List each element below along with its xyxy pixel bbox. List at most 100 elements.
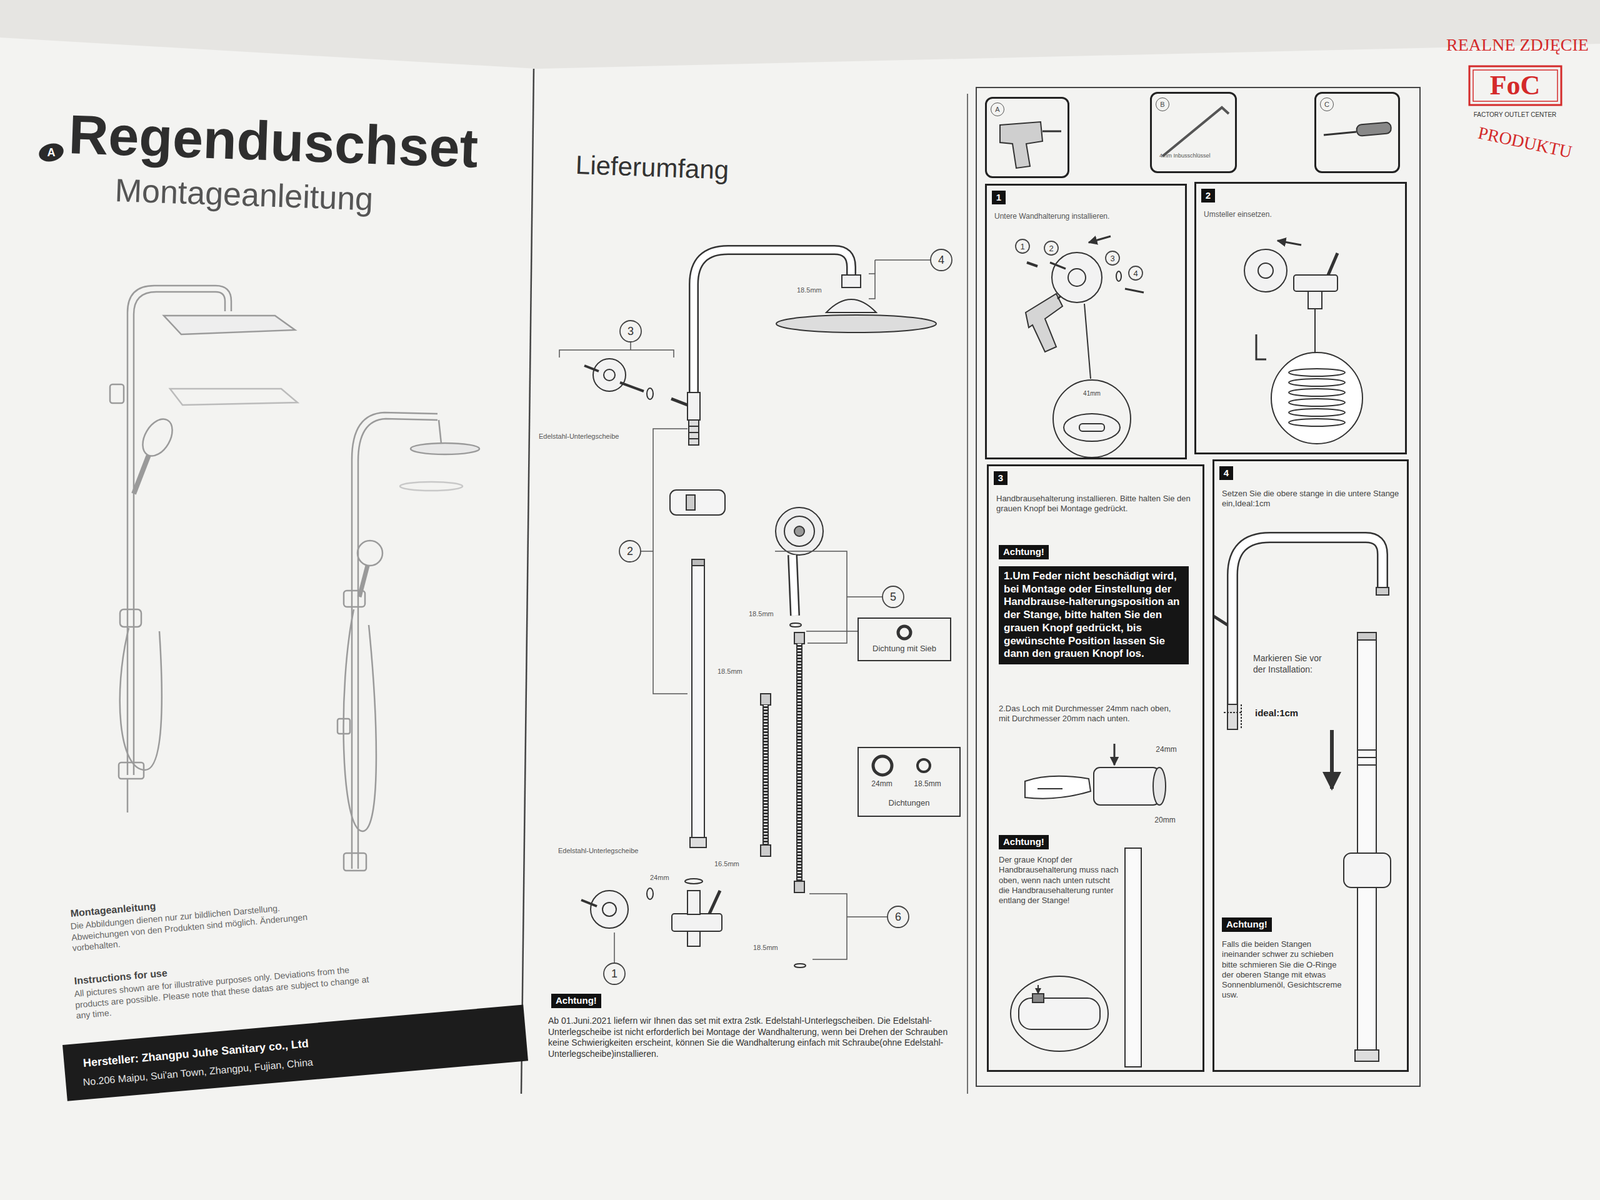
step3-art xyxy=(1010,976,1109,1052)
step4-art xyxy=(1240,704,1242,730)
node-text: A xyxy=(990,102,1005,117)
part-name: Edelstahl-Unterlegscheibe xyxy=(538,432,619,442)
left-shower-set-1 xyxy=(133,455,149,494)
callout-number: 6 xyxy=(895,911,902,923)
step4-art xyxy=(1227,704,1238,730)
step3-art xyxy=(1025,776,1091,799)
left-shower-set-2 xyxy=(359,565,368,597)
parts-overview xyxy=(792,555,795,616)
parts-overview xyxy=(776,315,937,333)
parts-overview xyxy=(796,643,803,882)
left-shower-set-1 xyxy=(136,413,179,461)
node-text: 1 xyxy=(991,190,1006,205)
node-text: Setzen Sie die obere stange in die unter… xyxy=(1221,488,1402,510)
part-name: Edelstahl-Unterlegscheibe xyxy=(558,846,639,856)
step4-art xyxy=(1357,756,1377,759)
left-shower-set-2 xyxy=(337,412,480,871)
dimension: 18.5mm xyxy=(748,610,774,619)
tool-box: C xyxy=(1314,91,1400,174)
step1-art xyxy=(1088,236,1111,243)
logo-mark xyxy=(36,140,66,164)
callout-number: 2 xyxy=(1048,244,1054,253)
left-shower-set-2 xyxy=(410,443,480,455)
page-frame xyxy=(521,68,1420,1094)
left-shower-set-1 xyxy=(120,628,162,770)
callout-bracket xyxy=(874,260,876,274)
parts-overview xyxy=(603,369,615,381)
node-text: 2.Das Loch mit Durchmesser 24mm nach obe… xyxy=(998,703,1180,725)
callout-bracket xyxy=(809,893,847,960)
callout-number: 1 xyxy=(1020,242,1025,251)
parts-overview xyxy=(646,888,654,900)
parts-overview xyxy=(784,516,815,547)
callout-number: 4 xyxy=(938,254,945,266)
callout-circle xyxy=(603,963,625,985)
title-text: Regenduschset xyxy=(67,100,480,184)
step-panel: 3Handbrausehalterung installieren. Bitte… xyxy=(986,464,1205,1072)
callout-bracket xyxy=(775,551,847,644)
node-text: Handbrausehalterung installieren. Bitte … xyxy=(996,493,1195,515)
tool-icon xyxy=(1042,130,1062,133)
parts-overview xyxy=(602,902,617,917)
step2-art xyxy=(1288,408,1345,417)
callout-circle xyxy=(1015,239,1030,254)
left-shower-set-2 xyxy=(438,420,442,444)
step2-art xyxy=(1288,388,1345,397)
step4-art xyxy=(1357,764,1377,766)
step3-art xyxy=(1037,788,1063,790)
dimension: 41mm xyxy=(1083,390,1101,397)
callout-circle xyxy=(882,586,904,608)
left-shower-set-1 xyxy=(170,388,298,405)
callout-bracket xyxy=(868,273,875,299)
step4-art xyxy=(1376,587,1389,595)
callout-circle xyxy=(620,320,642,342)
parts-overview xyxy=(775,507,824,555)
step3-art xyxy=(1018,998,1100,1030)
step4-art xyxy=(1223,711,1242,714)
parts-overview xyxy=(671,398,688,405)
callout-circle xyxy=(1128,266,1143,280)
step3-art xyxy=(1037,985,1039,994)
left-shower-set-1 xyxy=(163,315,295,335)
page-frame xyxy=(966,93,969,1094)
hersteller-band xyxy=(62,1005,529,1102)
node-text: 4mm Inbusschlüssel xyxy=(1159,152,1222,160)
node-text: Dichtung mit Sieb xyxy=(858,643,950,654)
parts-overview xyxy=(686,495,695,510)
step2-art xyxy=(1328,253,1338,275)
parts-overview xyxy=(688,438,699,440)
step4-art xyxy=(1355,1050,1379,1062)
parts-overview xyxy=(584,365,599,372)
step1-art xyxy=(1116,271,1122,282)
step2-art xyxy=(1244,240,1363,444)
node-text: B xyxy=(1155,97,1170,112)
page-frame xyxy=(521,68,534,1094)
node-text: 3 xyxy=(993,471,1008,485)
callout-bracket xyxy=(559,260,931,964)
step3-art xyxy=(1153,767,1166,805)
tool-box: B 4mm Inbusschlüssel xyxy=(1150,91,1237,174)
left-shower-set-1 xyxy=(110,384,124,404)
step2-art xyxy=(1277,240,1302,245)
parts-overview xyxy=(687,890,700,915)
step1-art xyxy=(1050,262,1066,269)
step2-art xyxy=(1288,378,1345,387)
watermark-logo: FoC xyxy=(1490,71,1541,100)
gasket-icon xyxy=(917,759,930,772)
parts-overview xyxy=(670,490,725,515)
node-text: 18.5mm xyxy=(902,779,953,789)
step4-art xyxy=(1213,616,1228,625)
callout-circle xyxy=(1105,251,1120,265)
step3-art xyxy=(1032,993,1044,1003)
instruction-note: Markieren Sie vor der Installation: xyxy=(1253,653,1332,675)
watermark: PRODUKTU xyxy=(1476,123,1574,161)
callout-bracket xyxy=(613,932,615,964)
step-panel: 4Setzen Sie die obere stange in die unte… xyxy=(1212,459,1409,1072)
parts-overview xyxy=(693,250,852,416)
parts-overview xyxy=(581,250,937,968)
watermark-frame xyxy=(1469,66,1562,105)
parts-overview xyxy=(709,890,720,914)
callout-number: 2 xyxy=(626,545,634,557)
